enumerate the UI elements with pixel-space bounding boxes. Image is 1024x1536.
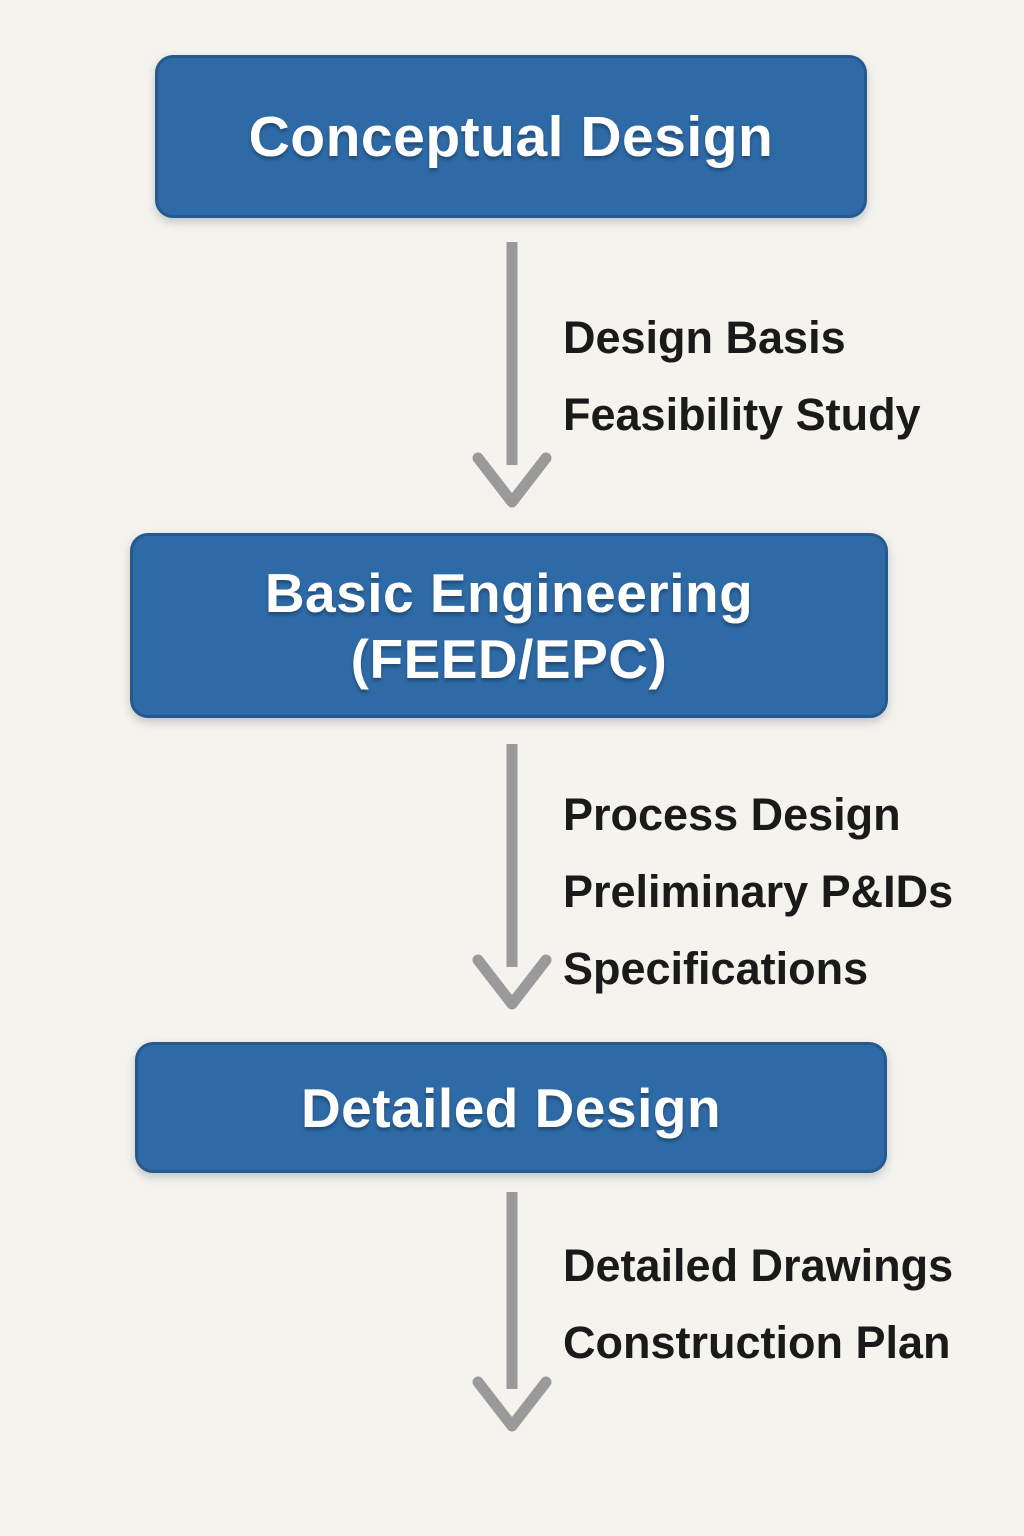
stage-box-basic-engineering: Basic Engineering (FEED/EPC) (130, 533, 888, 718)
arrow-2-labels: Process Design Preliminary P&IDs Specifi… (563, 776, 953, 1007)
down-arrow-icon (466, 740, 558, 1012)
arrow-label: Preliminary P&IDs (563, 866, 954, 917)
stage-box-detailed-design: Detailed Design (135, 1042, 887, 1173)
stage-title: Detailed Design (300, 1076, 722, 1139)
arrow-head (472, 954, 552, 1010)
arrow-1-labels: Design Basis Feasibility Study (563, 299, 921, 453)
arrow-3-labels: Detailed Drawings Construction Plan (563, 1227, 953, 1381)
arrow-head (472, 452, 552, 508)
stage-box-conceptual-design: Conceptual Design (155, 55, 867, 218)
down-arrow-icon (466, 1188, 558, 1434)
arrow-label: Detailed Drawings (563, 1240, 954, 1291)
arrow-label: Specifications (563, 943, 869, 994)
stage-title: Conceptual Design (248, 104, 774, 169)
down-arrow-icon (466, 238, 558, 510)
arrow-label: Construction Plan (563, 1317, 951, 1368)
arrow-label: Feasibility Study (563, 389, 921, 440)
arrow-label: Process Design (563, 789, 901, 840)
arrow-head (472, 1376, 552, 1432)
stage-subtitle: (FEED/EPC) (350, 627, 668, 690)
stage-title: Basic Engineering (264, 561, 754, 624)
arrow-label: Design Basis (563, 312, 846, 363)
